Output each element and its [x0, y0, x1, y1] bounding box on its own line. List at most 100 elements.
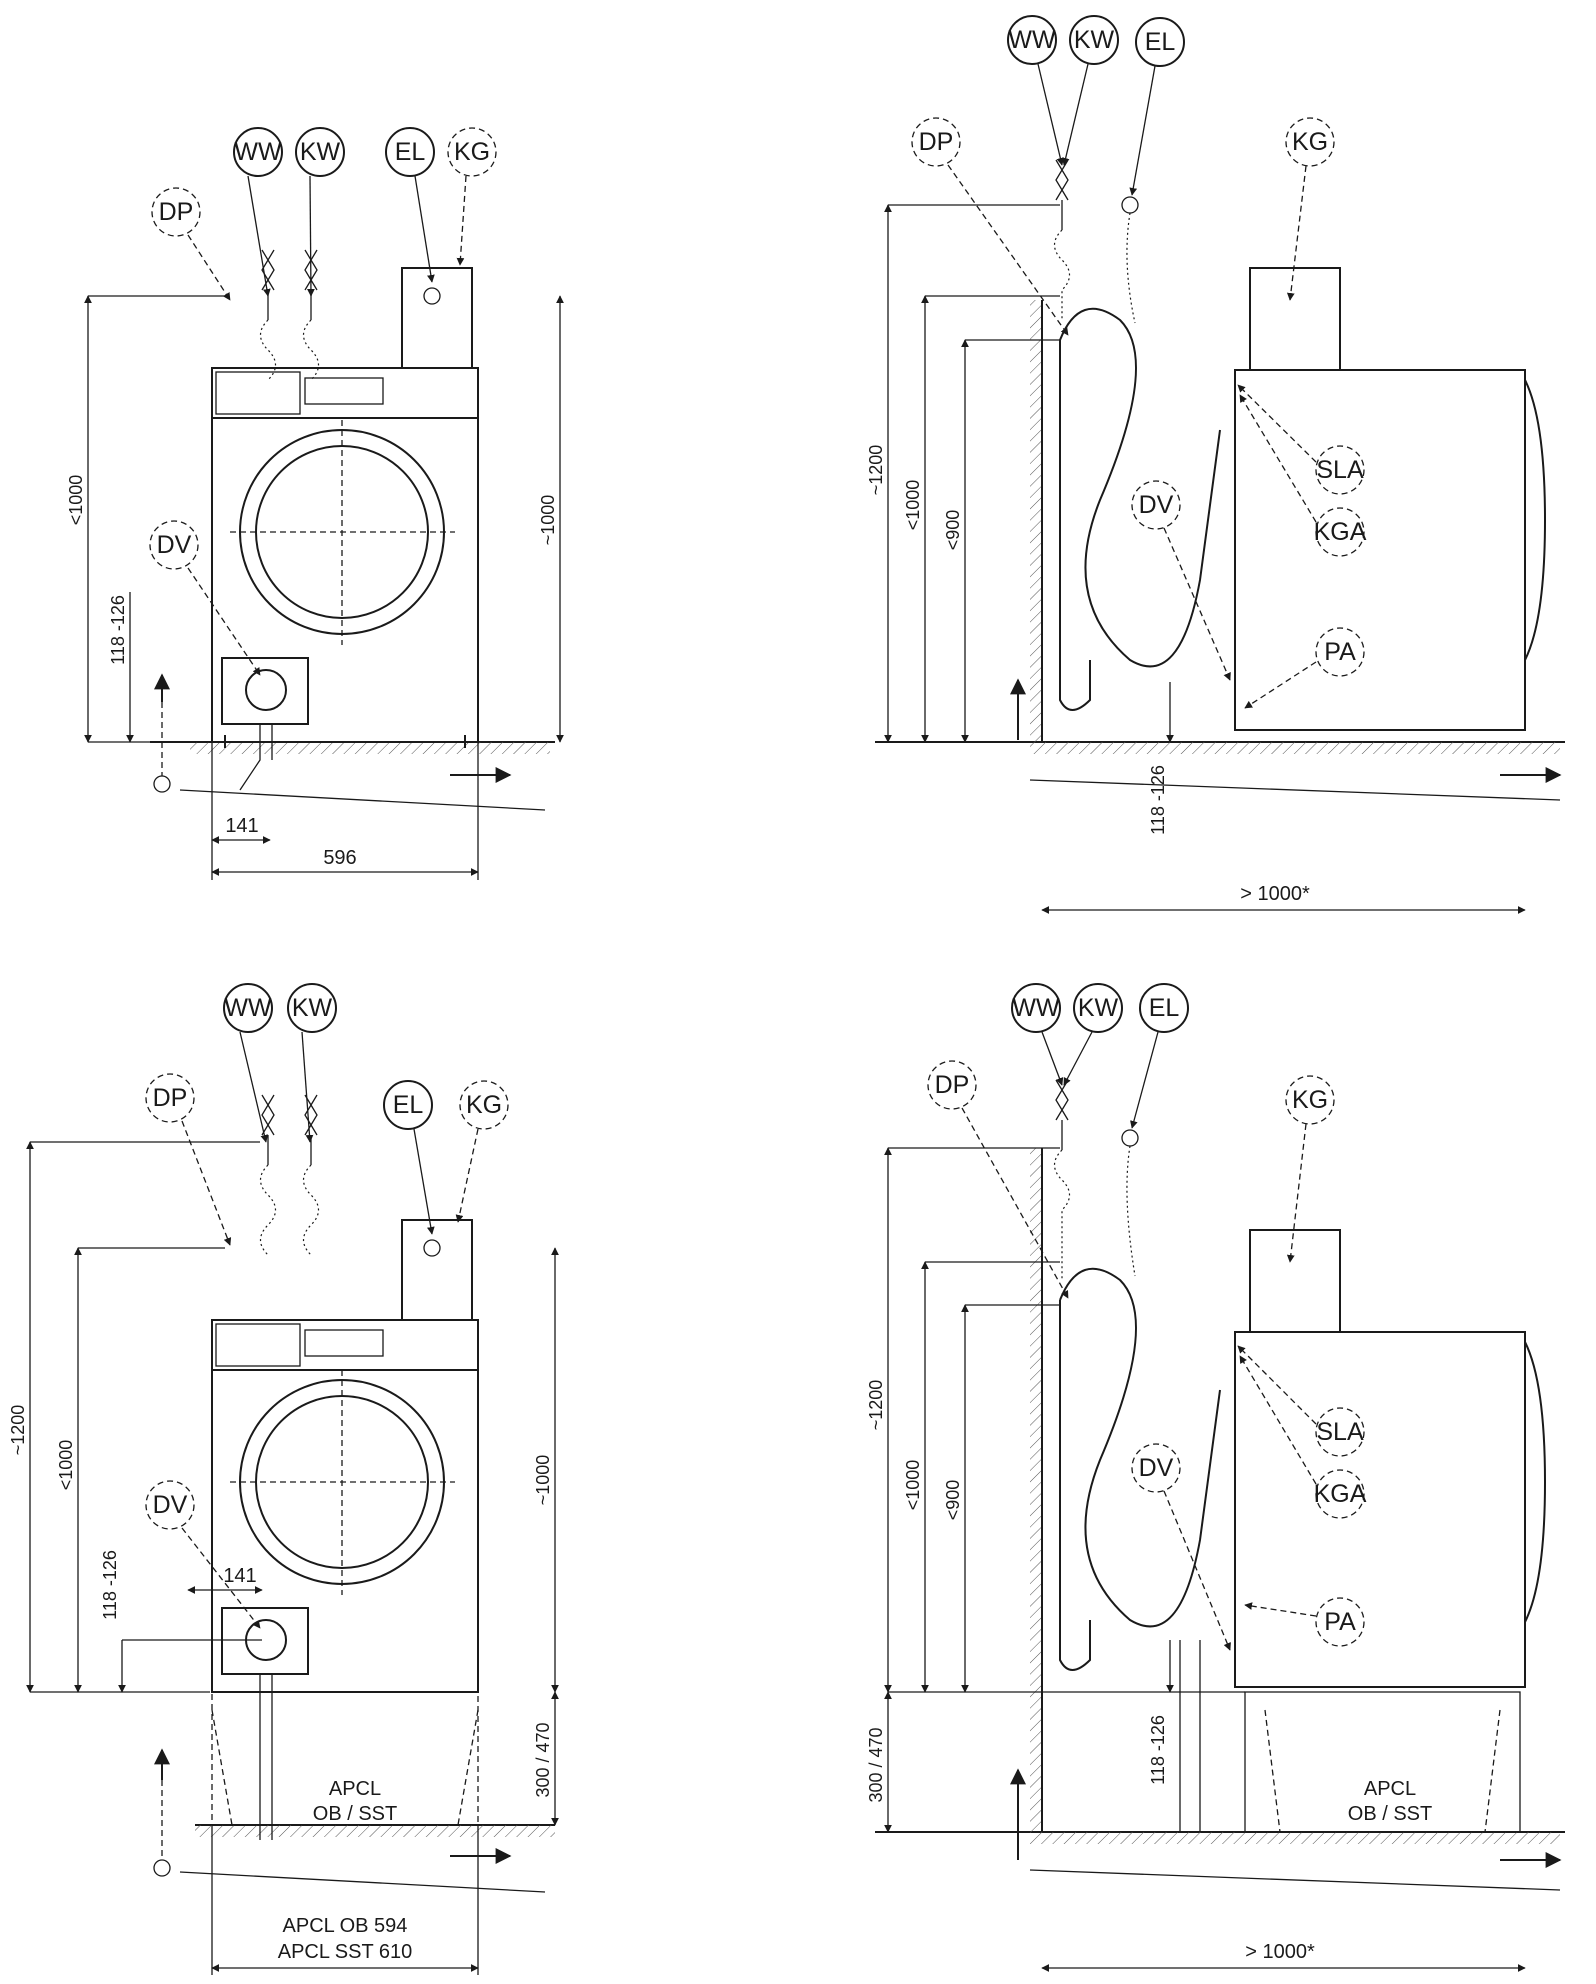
- dim-label-lt1000-side: <1000: [903, 480, 923, 531]
- svg-text:PA: PA: [1324, 638, 1356, 666]
- svg-text:WW: WW: [1012, 994, 1060, 1022]
- svg-text:EL: EL: [395, 138, 426, 166]
- power-connection: [423, 287, 441, 305]
- callout-kw-stand: KW: [287, 983, 337, 1143]
- callout-dp: DP: [151, 187, 231, 301]
- callout-dp-stand: DP: [145, 1073, 232, 1246]
- svg-text:WW: WW: [234, 138, 282, 166]
- control-panel: [211, 367, 479, 419]
- dim-label-lt1000-stand-side: <1000: [903, 1460, 923, 1511]
- stand-width-1: APCL OB 594: [283, 1915, 408, 1937]
- callout-dp-side: DP: [911, 117, 1069, 336]
- callout-sla-stand: SLA: [1237, 1345, 1365, 1457]
- hot-water-valve: [261, 249, 275, 320]
- drain-pipe: [239, 724, 273, 791]
- svg-text:KGA: KGA: [1314, 1480, 1367, 1508]
- electrical-box: [401, 267, 473, 369]
- dim-label-lt1000-stand: <1000: [56, 1440, 76, 1491]
- drain-valve-outlet: [245, 669, 287, 711]
- dim-label-approx1000-stand: ~1000: [533, 1455, 553, 1506]
- svg-text:KG: KG: [454, 138, 490, 166]
- drain-slope: [179, 789, 546, 811]
- machine-side: [1234, 369, 1526, 731]
- side-view-wall-mounted: ~1200 <1000 <900 118 -126 > 1000* WW KW …: [866, 15, 1565, 914]
- svg-text:KGA: KGA: [1314, 518, 1367, 546]
- svg-text:KW: KW: [300, 138, 341, 166]
- svg-text:WW: WW: [224, 994, 272, 1022]
- callout-dv-side: DV: [1131, 480, 1231, 681]
- dim-label-approx1200-stand-side: ~1200: [866, 1380, 886, 1431]
- callout-el-stand-side: EL: [1130, 983, 1189, 1129]
- stand-width-2: APCL SST 610: [278, 1941, 413, 1963]
- svg-text:DP: DP: [919, 128, 954, 156]
- dim-label-300-470: 300 / 470: [533, 1722, 553, 1797]
- callout-ww: WW: [233, 127, 283, 297]
- dim-label-lt900-stand: <900: [943, 1480, 963, 1521]
- svg-text:KW: KW: [1074, 26, 1115, 54]
- callout-kg-stand-side: KG: [1285, 1075, 1335, 1263]
- svg-text:DV: DV: [157, 531, 192, 559]
- stand-label-line1: APCL: [329, 1778, 381, 1800]
- svg-text:KG: KG: [1292, 1086, 1328, 1114]
- svg-text:KG: KG: [466, 1091, 502, 1119]
- side-view-on-stand: APCL OB / SST ~1200 <1000 <900 300 / 470…: [866, 983, 1565, 1972]
- dim-label-118-126-stand-side: 118 -126: [1148, 1715, 1168, 1785]
- dim-label-lt900: <900: [943, 510, 963, 551]
- detergent-drawer: [215, 371, 301, 415]
- display: [304, 377, 384, 405]
- drain-hose-loop: [1059, 307, 1221, 668]
- callout-kw: KW: [295, 127, 345, 297]
- callout-kw-side: KW: [1061, 15, 1119, 166]
- callout-kg-side: KG: [1285, 117, 1335, 301]
- floor-hatch: [190, 742, 550, 754]
- callout-el-stand: EL: [383, 1080, 435, 1235]
- stand-side-label-line1: APCL: [1364, 1778, 1416, 1800]
- callout-kga-stand: KGA: [1239, 1355, 1367, 1519]
- callout-dp-stand-side: DP: [927, 1060, 1069, 1299]
- callout-kw-stand-side: KW: [1063, 983, 1123, 1086]
- dim-label-141-stand: 141: [223, 1565, 256, 1587]
- dim-label-141: 141: [225, 815, 258, 837]
- front-view-on-stand: APCL OB / SST ~1200 <1000 118 -126: [8, 983, 559, 1975]
- callout-el-side: EL: [1129, 17, 1185, 196]
- svg-text:SLA: SLA: [1316, 1418, 1364, 1446]
- callout-kg: KG: [447, 127, 497, 266]
- door-profile: [1524, 379, 1547, 661]
- svg-text:KW: KW: [1078, 994, 1119, 1022]
- callout-pa: PA: [1244, 627, 1365, 709]
- svg-text:DP: DP: [935, 1071, 970, 1099]
- svg-text:DP: DP: [159, 198, 194, 226]
- callout-dv-stand: DV: [145, 1480, 261, 1629]
- svg-text:DV: DV: [153, 1491, 188, 1519]
- inlet-valves-side: [1055, 159, 1069, 230]
- dim-label-lt1000: <1000: [66, 475, 86, 526]
- callout-dv: DV: [149, 520, 261, 676]
- svg-text:EL: EL: [1149, 994, 1180, 1022]
- stand-label-line2: OB / SST: [313, 1803, 397, 1825]
- callout-sla: SLA: [1237, 384, 1365, 495]
- dim-label-118-126-stand: 118 -126: [100, 1550, 120, 1620]
- svg-text:PA: PA: [1324, 1608, 1356, 1636]
- svg-text:KG: KG: [1292, 128, 1328, 156]
- svg-text:DP: DP: [153, 1084, 188, 1112]
- svg-text:DV: DV: [1139, 491, 1174, 519]
- dim-label-approx1200: ~1200: [866, 445, 886, 496]
- callout-ww-stand-side: WW: [1011, 983, 1064, 1086]
- dim-label-118-126-side: 118 -126: [1148, 765, 1168, 835]
- dim-label-approx1200-stand: ~1200: [8, 1405, 28, 1456]
- callout-ww-side: WW: [1007, 15, 1065, 166]
- svg-text:EL: EL: [393, 1091, 424, 1119]
- svg-text:DV: DV: [1139, 1454, 1174, 1482]
- callout-kga: KGA: [1239, 394, 1367, 557]
- svg-text:EL: EL: [1145, 28, 1176, 56]
- dim-label-gt1000-stand: > 1000*: [1245, 1941, 1315, 1963]
- callout-dv-stand-side: DV: [1131, 1443, 1231, 1651]
- callout-pa-stand: PA: [1244, 1597, 1365, 1647]
- wall-hatch: [1030, 300, 1042, 742]
- drain-box: [221, 657, 309, 725]
- stand-side-label-line2: OB / SST: [1348, 1803, 1432, 1825]
- dim-label-gt1000: > 1000*: [1240, 883, 1310, 905]
- svg-text:WW: WW: [1008, 26, 1056, 54]
- machine-body: [211, 367, 479, 743]
